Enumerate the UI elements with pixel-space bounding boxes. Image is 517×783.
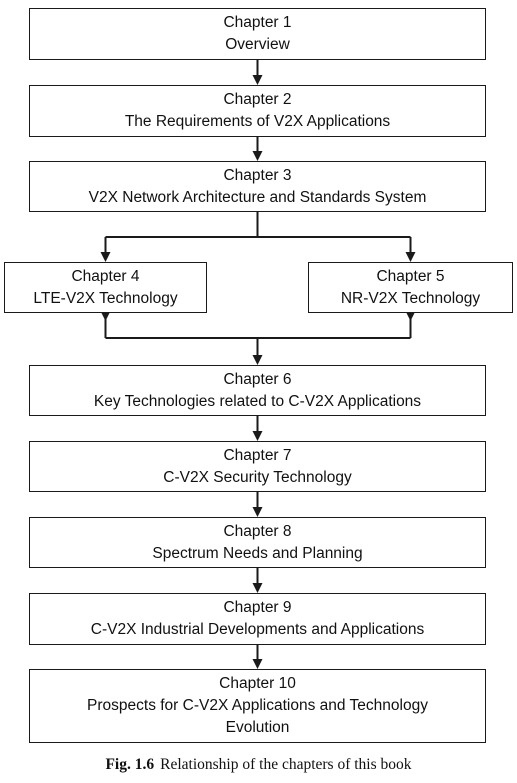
ch1-to-ch2-arrowhead <box>252 75 263 85</box>
chapter-8-box: Chapter 8 Spectrum Needs and Planning <box>29 517 486 568</box>
chapter-10-title: Prospects for C-V2X Applications and Tec… <box>87 697 428 714</box>
chapter-8-number: Chapter 8 <box>223 522 292 540</box>
chapter-10-title-continued: Evolution <box>225 719 290 736</box>
chapter-9-number: Chapter 9 <box>223 599 292 616</box>
chapter-2-title: The Requirements of V2X Applications <box>124 113 391 130</box>
chapter-4-title: LTE-V2X Technology <box>33 289 178 307</box>
ch4-exit-arrowhead <box>100 311 111 321</box>
chapter-5-title: NR-V2X Technology <box>340 289 481 307</box>
figure-caption-text: Relationship of the chapters of this boo… <box>160 756 412 773</box>
ch7-to-ch8-arrowhead <box>252 507 263 517</box>
chapter-6-title: Key Technologies related to C-V2X Applic… <box>93 392 422 410</box>
chapter-2-number: Chapter 2 <box>223 91 292 108</box>
figure-caption-label: Fig. 1.6 <box>105 756 155 773</box>
chapter-1-number: Chapter 1 <box>223 14 292 31</box>
ch3-to-ch5-arrowhead <box>405 252 416 262</box>
ch6-fanin-arrowhead <box>252 355 263 365</box>
ch9-to-ch10-arrowhead <box>252 659 263 669</box>
ch5-exit-arrowhead <box>405 311 416 321</box>
ch8-to-ch9-arrowhead <box>252 583 263 593</box>
chapter-5-box: Chapter 5 NR-V2X Technology <box>308 262 513 313</box>
chapter-10-number: Chapter 10 <box>219 675 296 692</box>
ch6-to-ch7-arrowhead <box>252 431 263 441</box>
chapter-1-title: Overview <box>225 36 290 53</box>
chapter-6-box: Chapter 6 Key Technologies related to C-… <box>29 365 486 416</box>
chapter-5-number: Chapter 5 <box>376 267 445 285</box>
ch3-to-ch4-arrowhead <box>100 252 111 262</box>
chapter-4-number: Chapter 4 <box>71 267 140 285</box>
chapter-1-box: Chapter 1 Overview <box>29 8 486 60</box>
figure-caption: Fig. 1.6 Relationship of the chapters of … <box>0 756 517 774</box>
chapter-7-title: C-V2X Security Technology <box>163 468 352 486</box>
ch2-to-ch3-arrowhead <box>252 151 263 161</box>
chapter-3-number: Chapter 3 <box>223 166 292 184</box>
chapter-3-box: Chapter 3 V2X Network Architecture and S… <box>29 161 486 212</box>
chapter-4-box: Chapter 4 LTE-V2X Technology <box>4 262 207 313</box>
chapter-3-title: V2X Network Architecture and Standards S… <box>88 188 427 206</box>
chapter-7-number: Chapter 7 <box>223 446 292 464</box>
chapter-7-box: Chapter 7 C-V2X Security Technology <box>29 441 486 492</box>
chapter-9-title: C-V2X Industrial Developments and Applic… <box>90 621 425 638</box>
chapter-9-box: Chapter 9 C-V2X Industrial Developments … <box>29 593 486 645</box>
chapter-2-box: Chapter 2 The Requirements of V2X Applic… <box>29 85 486 137</box>
chapter-8-title: Spectrum Needs and Planning <box>152 544 363 562</box>
chapter-6-number: Chapter 6 <box>223 370 292 388</box>
chapter-10-box: Chapter 10 Prospects for C-V2X Applicati… <box>29 669 486 743</box>
